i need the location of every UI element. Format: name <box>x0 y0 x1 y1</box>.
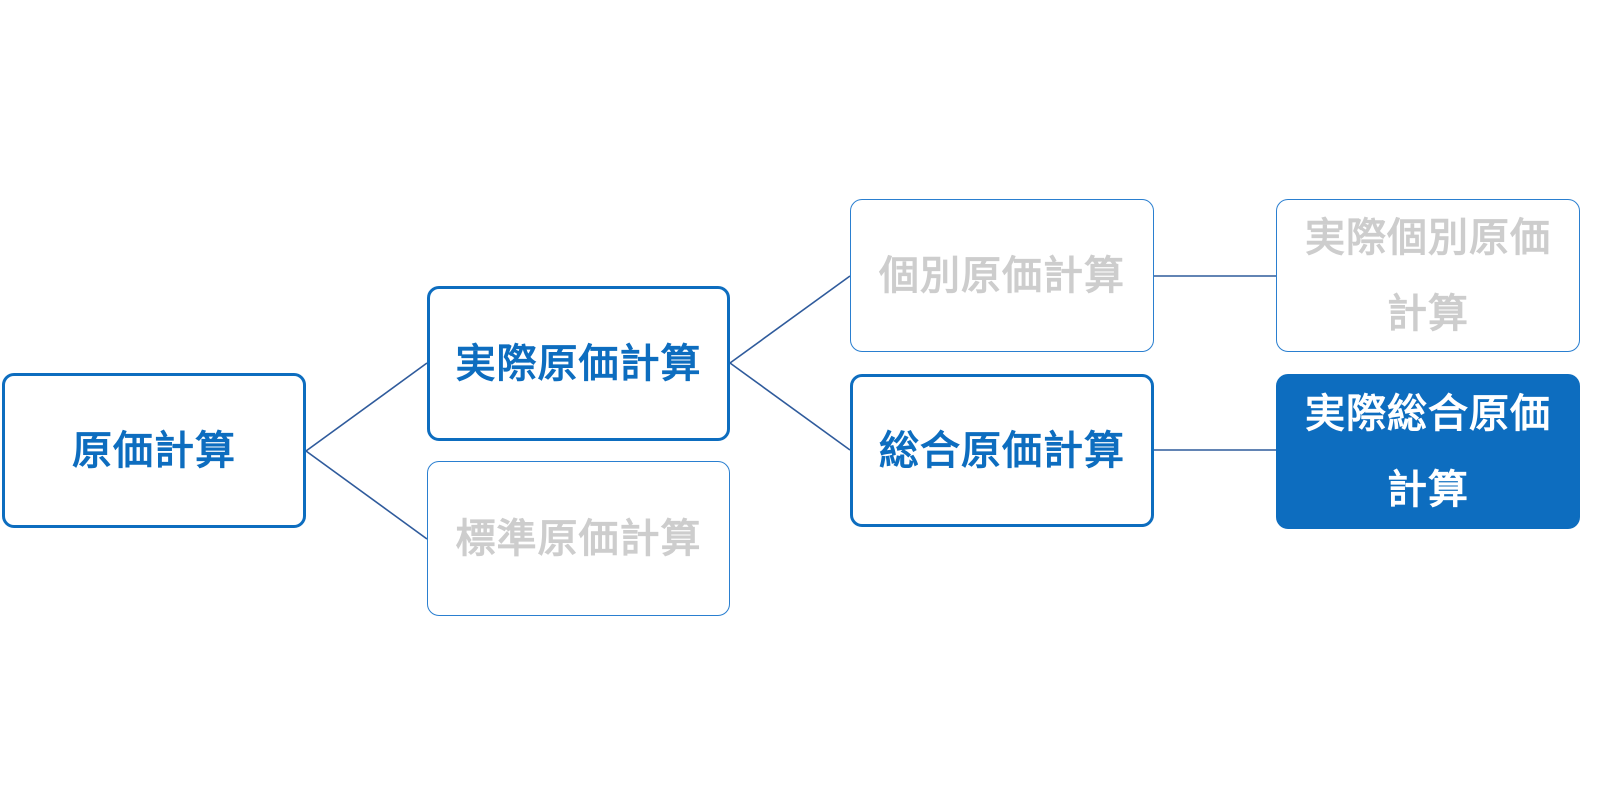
edge-actual-to-process <box>729 362 851 451</box>
edge-actual-to-job-order <box>729 275 851 364</box>
node-actual-process-cost-accounting: 実際総合原価 計算 <box>1276 374 1580 529</box>
node-standard-cost-accounting: 標準原価計算 <box>427 461 730 616</box>
node-label: 個別原価計算 <box>879 252 1125 299</box>
node-label: 原価計算 <box>72 427 236 474</box>
node-job-order-cost-accounting: 個別原価計算 <box>850 199 1154 352</box>
node-actual-cost-accounting: 実際原価計算 <box>427 286 730 441</box>
node-label: 実際個別原価 計算 <box>1305 214 1551 337</box>
edge-root-to-actual <box>305 362 428 452</box>
node-label: 実際総合原価 計算 <box>1305 390 1551 513</box>
node-cost-accounting: 原価計算 <box>2 373 306 528</box>
node-label: 実際原価計算 <box>455 340 702 387</box>
node-actual-job-order-cost-accounting: 実際個別原価 計算 <box>1276 199 1580 352</box>
node-process-cost-accounting: 総合原価計算 <box>850 374 1154 527</box>
node-label: 総合原価計算 <box>879 427 1125 474</box>
node-label: 標準原価計算 <box>455 515 702 562</box>
edge-root-to-standard <box>305 450 428 540</box>
